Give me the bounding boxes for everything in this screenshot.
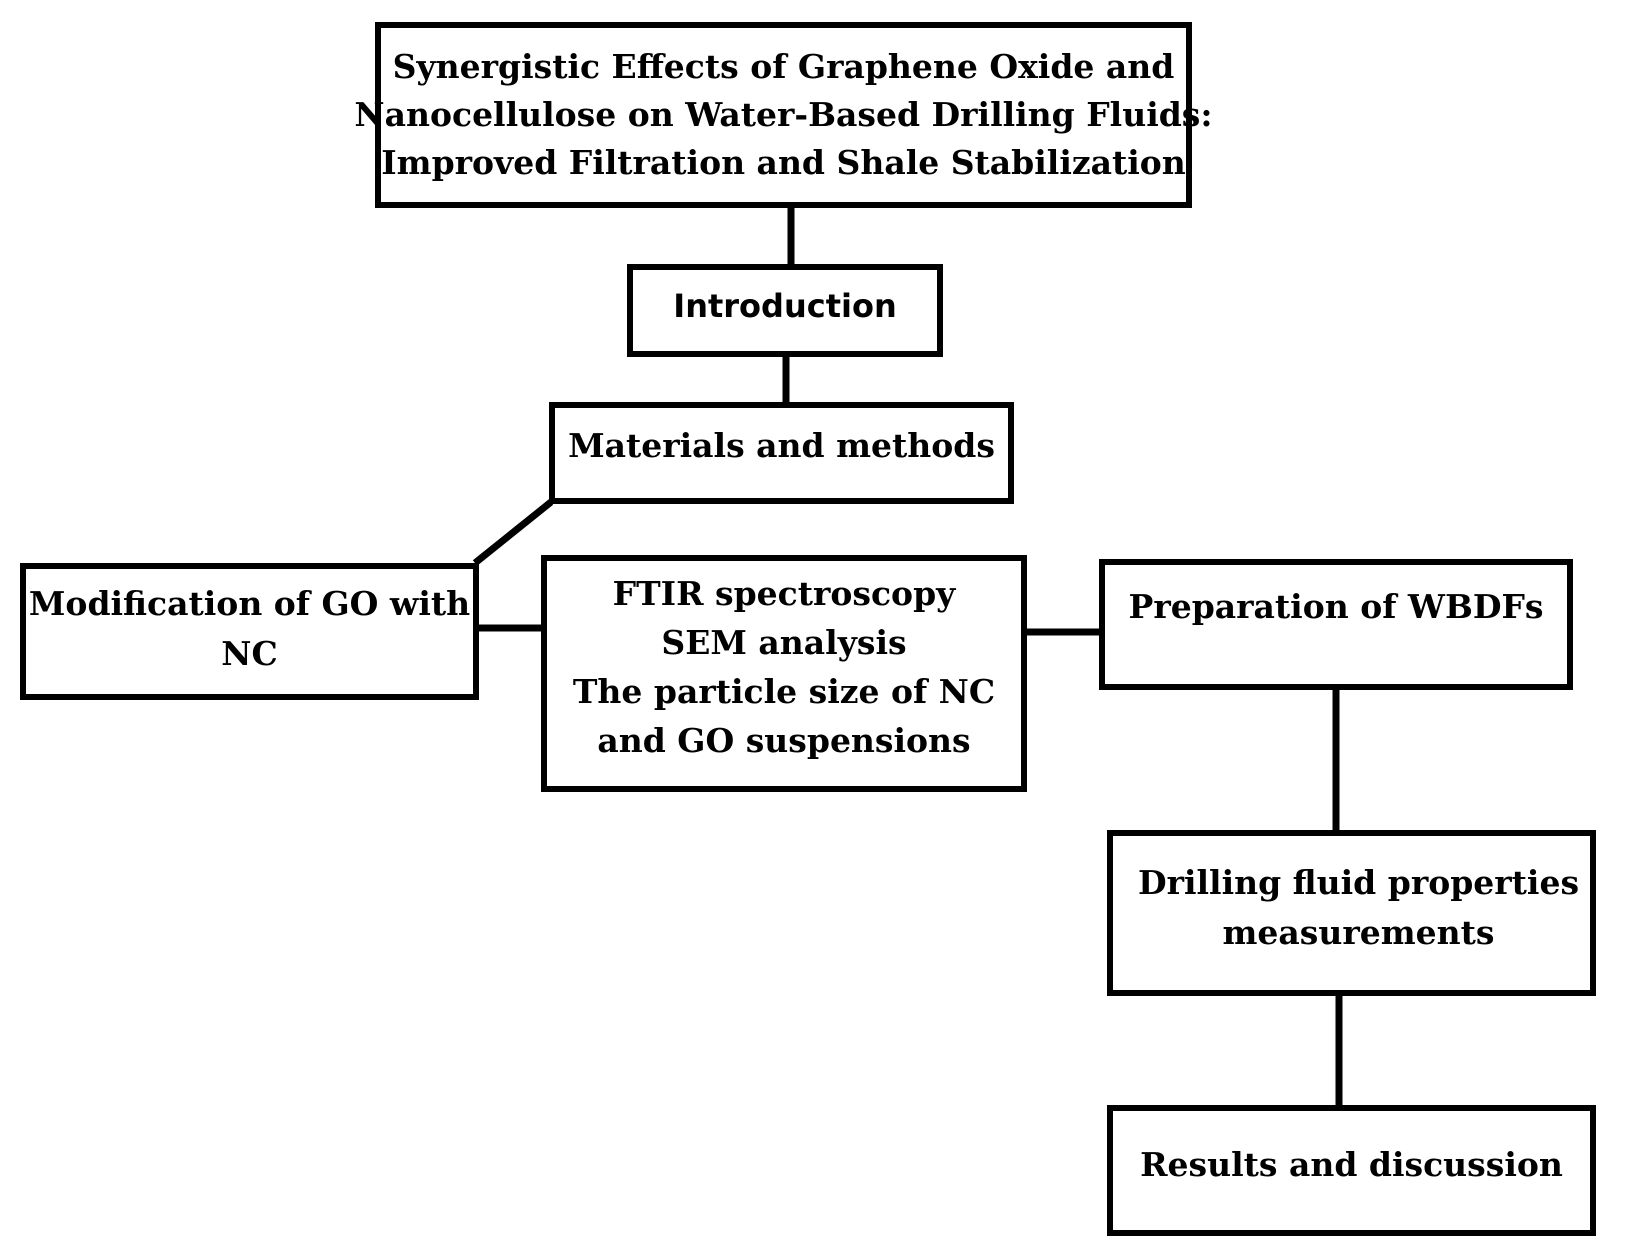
modification-box: Modification of GO with NC (20, 563, 479, 700)
properties-box: Drilling fluid properties measurements (1107, 830, 1596, 996)
materials-box: Materials and methods (549, 402, 1014, 504)
preparation-label: Preparation of WBDFs (1128, 587, 1544, 626)
properties-line-1: Drilling fluid properties (1137, 863, 1580, 902)
title-line-1: Synergistic Effects of Graphene Oxide an… (392, 47, 1175, 86)
properties-line-2: measurements (1222, 913, 1495, 952)
analysis-line-2: SEM analysis (661, 622, 907, 662)
title-box: Synergistic Effects of Graphene Oxide an… (354, 22, 1213, 208)
title-line-2: Nanocellulose on Water-Based Drilling Fl… (354, 95, 1213, 134)
results-label: Results and discussion (1140, 1145, 1563, 1184)
introduction-label: Introduction (673, 286, 897, 325)
modification-line-2: NC (221, 633, 278, 673)
analysis-line-3: The particle size of NC (572, 671, 996, 711)
analysis-box: FTIR spectroscopy SEM analysis The parti… (541, 555, 1027, 792)
modification-line-1: Modification of GO with (28, 583, 471, 623)
analysis-line-1: FTIR spectroscopy (612, 573, 956, 613)
title-line-3: Improved Filtration and Shale Stabilizat… (381, 143, 1186, 182)
results-box: Results and discussion (1107, 1105, 1596, 1236)
analysis-line-4: and GO suspensions (597, 720, 971, 760)
introduction-box: Introduction (627, 264, 943, 357)
connector-materials-to-modification (472, 499, 554, 566)
materials-label: Materials and methods (568, 425, 995, 465)
preparation-box: Preparation of WBDFs (1099, 559, 1573, 690)
